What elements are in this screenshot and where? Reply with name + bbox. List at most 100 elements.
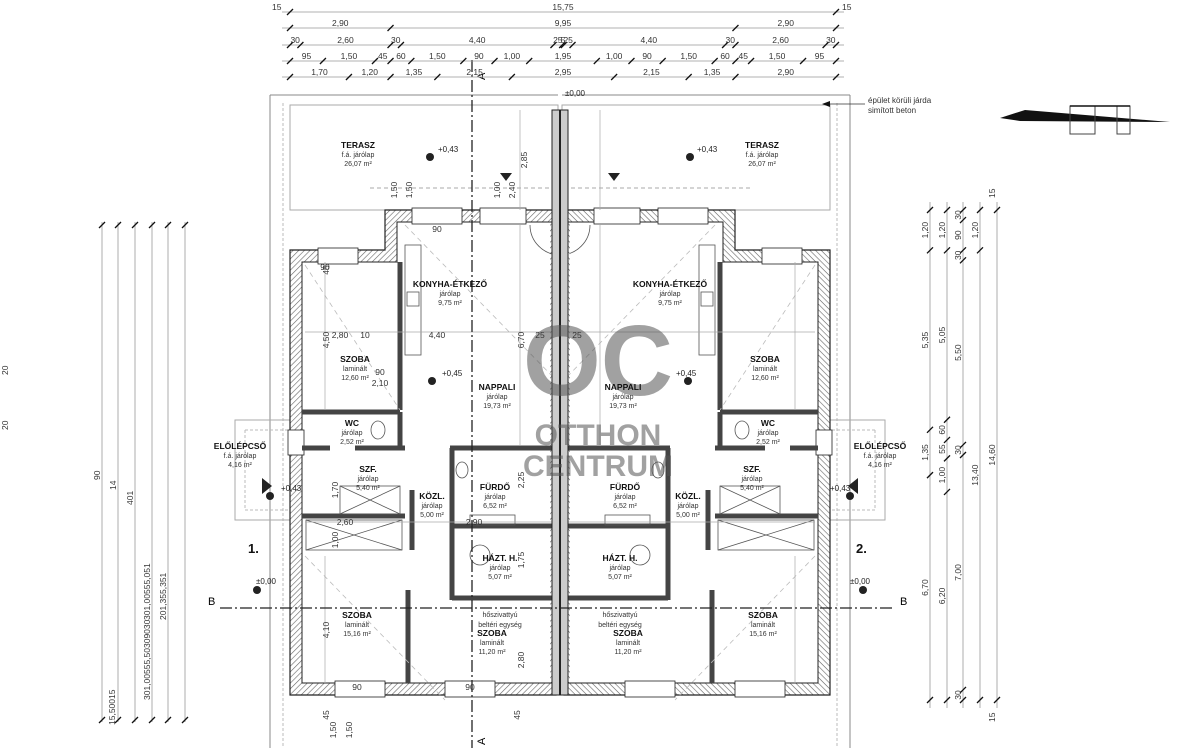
heat-pump-label: beltéri egység (478, 622, 522, 629)
dimension-label: 1,35 (704, 67, 721, 77)
room-area: 5,40 m² (356, 485, 380, 492)
room-area: 6,52 m² (613, 503, 637, 510)
interior-dimension: 4,50 (321, 331, 331, 348)
level-marker: +0,43 (830, 484, 851, 493)
room-finish: laminált (753, 366, 777, 373)
dimension-label: 1,50 (341, 51, 358, 61)
interior-dimension: 90 (375, 367, 385, 377)
room-area: 26,07 m² (748, 161, 776, 168)
interior-dimension: 6,70 (516, 331, 526, 348)
room-area: 5,07 m² (488, 574, 512, 581)
room-finish: f.á. járólap (224, 453, 257, 460)
dimension-label: 4,40 (641, 35, 658, 45)
section-label-b-right: B (900, 596, 907, 608)
room-name: KONYHA-ÉTKEZŐ (413, 278, 488, 289)
interior-dimension: 1,50 (328, 721, 338, 738)
dimension-label: 15 (272, 2, 282, 12)
room-area: 19,73 m² (483, 403, 511, 410)
room-area: 15,16 m² (343, 631, 371, 638)
room-area: 11,20 m² (478, 649, 506, 656)
room-area: 4,16 m² (868, 462, 892, 469)
room-finish: laminált (343, 366, 367, 373)
note-line-1: épület körüli járda (868, 96, 932, 105)
dimension-label: 1,20 (937, 222, 947, 239)
level-marker: ±0,00 (565, 89, 586, 98)
interior-dimension: 2,85 (519, 151, 529, 168)
dimension-label: 2,15 (643, 67, 660, 77)
interior-dimension: 1,00 (492, 181, 502, 198)
room-finish: laminált (345, 622, 369, 629)
room-finish: járólap (356, 476, 378, 483)
dimension-label: 15 (987, 188, 997, 198)
interior-dimension: 90 (320, 262, 330, 272)
dimension-label: 15,50015 (107, 689, 117, 725)
room-finish: járólap (438, 291, 460, 298)
level-marker: +0,45 (676, 369, 697, 378)
dimension-label: 2,95 (555, 67, 572, 77)
level-marker: +0,45 (442, 369, 463, 378)
dimension-label: 1,20 (920, 222, 930, 239)
dimension-label: 30 (826, 35, 836, 45)
dimension-label: 5,35 (920, 332, 930, 349)
watermark-logo: OC (523, 305, 673, 417)
dimension-label: 1,00 (504, 51, 521, 61)
dimension-label: 6,20 (937, 587, 947, 604)
section-label-a-bottom: A (476, 737, 488, 745)
dimension-label: 90 (953, 230, 963, 240)
dimension-label: 95 (302, 51, 312, 61)
room-name: KÖZL. (419, 491, 445, 501)
watermark-line1: OTTHON (535, 419, 662, 452)
dimension-label: 25 (553, 35, 563, 45)
interior-dimension: 2,80 (516, 651, 526, 668)
dimension-label: 1,20 (361, 67, 378, 77)
interior-dimension: 45 (512, 710, 522, 720)
dimension-label: 15,75 (552, 2, 574, 12)
dimension-label: 30 (953, 690, 963, 700)
room-label-left: KONYHA-ÉTKEZŐ járólap 9,75 m² (413, 278, 488, 307)
heat-pump-label: beltéri egység (598, 622, 642, 629)
interior-dimension: 10 (360, 330, 370, 340)
dimension-label: 1,95 (555, 51, 572, 61)
room-name: SZOBA (750, 354, 780, 364)
dimension-label: 1,50 (429, 51, 446, 61)
interior-dimension: 25 (572, 330, 582, 340)
room-name: SZOBA (340, 354, 370, 364)
dimension-label: 4,40 (469, 35, 486, 45)
room-name: KONYHA-ÉTKEZŐ (633, 278, 708, 289)
room-area: 15,16 m² (749, 631, 777, 638)
room-name: FÜRDŐ (480, 481, 511, 492)
room-area: 2,52 m² (340, 439, 364, 446)
dimension-label: 30 (953, 445, 963, 455)
room-name: HÁZT. H. (483, 553, 518, 563)
room-finish: f.á. járólap (342, 152, 375, 159)
dimension-label: 30 (953, 250, 963, 260)
room-name: NAPPALI (479, 382, 516, 392)
dimension-label: 90 (474, 51, 484, 61)
dimension-label: 95 (815, 51, 825, 61)
dimension-label: 15 (987, 712, 997, 722)
room-finish: járólap (420, 503, 442, 510)
section-label-b-left: B (208, 596, 215, 608)
interior-dimension: 1,50 (344, 721, 354, 738)
room-finish: járólap (658, 291, 680, 298)
interior-dimension: 25 (535, 330, 545, 340)
room-area: 9,75 m² (438, 300, 462, 307)
room-area: 19,73 m² (609, 403, 637, 410)
room-area: 11,20 m² (614, 649, 642, 656)
dimension-label: 1,00 (606, 51, 623, 61)
section-symbol (1000, 105, 1170, 135)
dimension-label: 25 (563, 35, 573, 45)
dimension-label: 20 (0, 420, 10, 430)
room-finish: járólap (756, 430, 778, 437)
